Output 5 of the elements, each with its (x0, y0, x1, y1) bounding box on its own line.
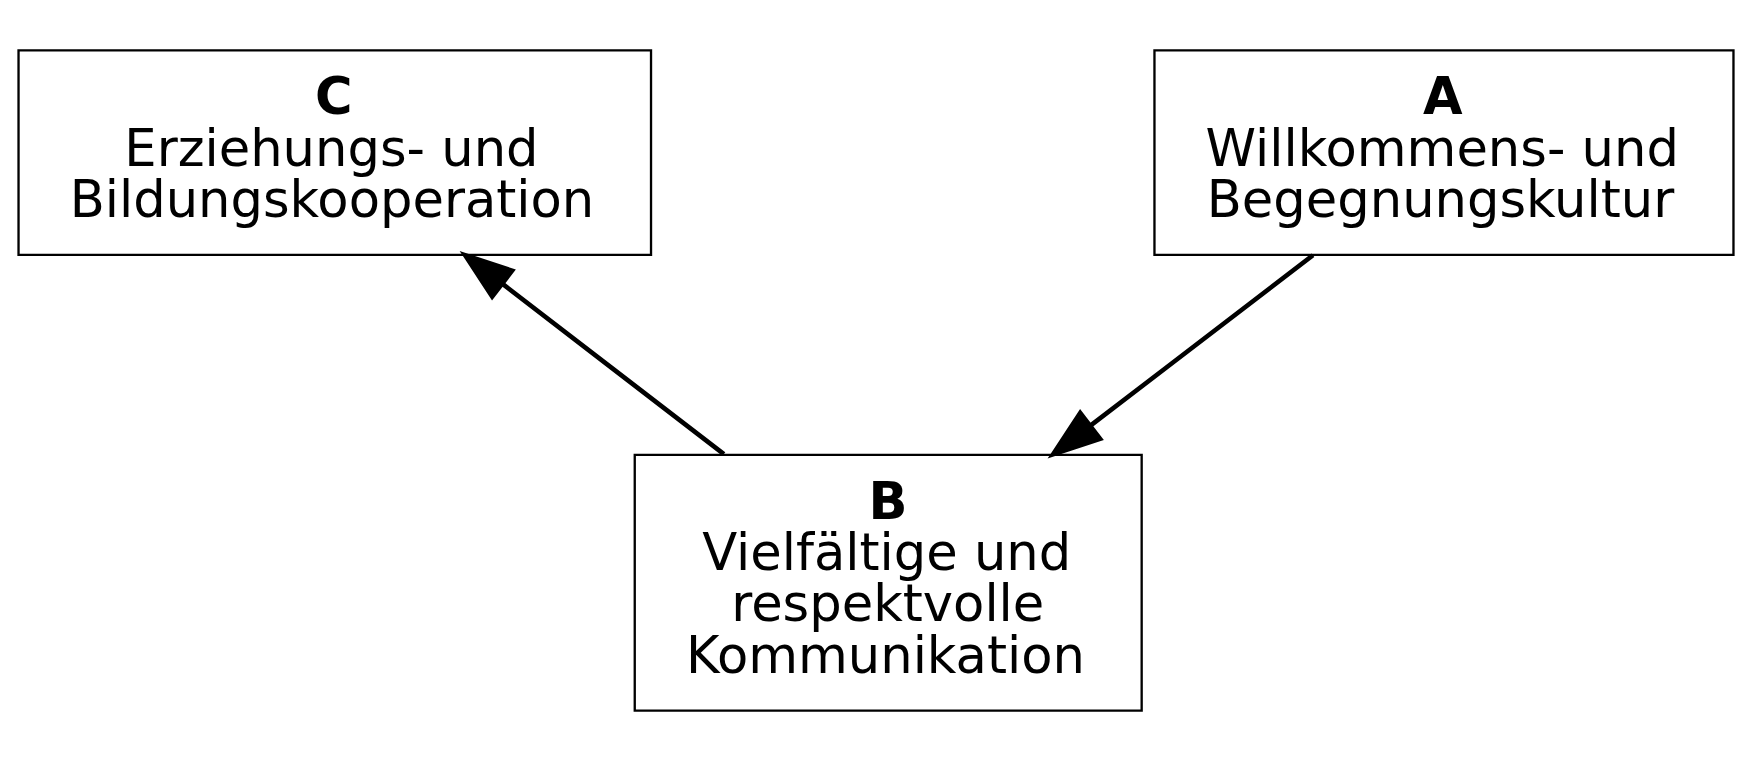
arrow (1047, 253, 1315, 459)
arrow (459, 250, 726, 456)
node-box: C Erziehungs- und Bildungskooperation (17, 49, 653, 257)
node-box: B Vielfältige und respektvolle Kommunikation (633, 453, 1143, 712)
node-box: A Willkommens- und Begegnungskultur (1153, 49, 1735, 257)
